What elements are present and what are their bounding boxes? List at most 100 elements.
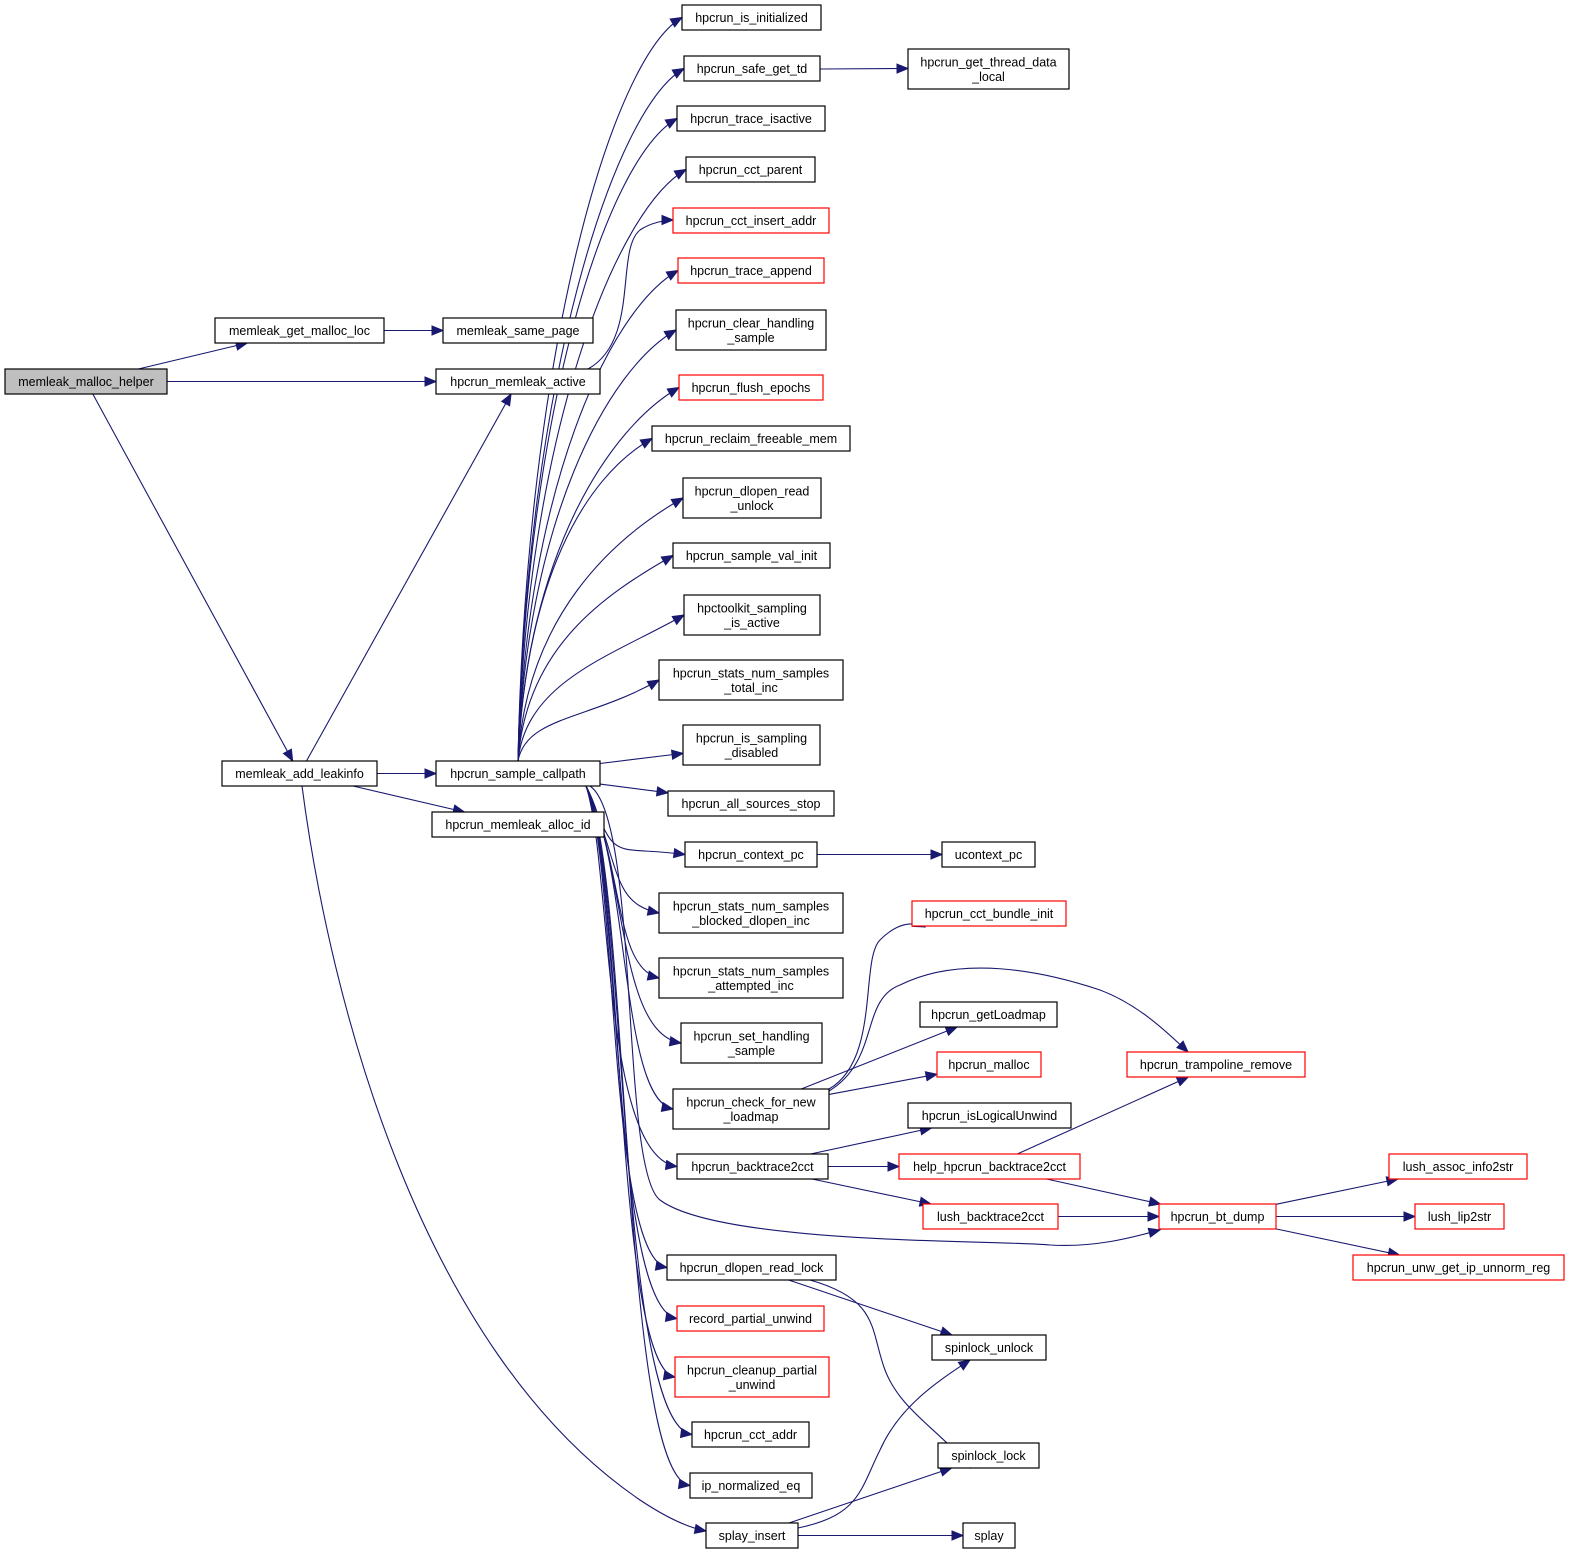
node-box[interactable]	[683, 594, 821, 636]
node-box[interactable]	[919, 1001, 1058, 1028]
node-box[interactable]	[658, 957, 844, 999]
node-box[interactable]	[442, 317, 594, 344]
node-splay[interactable]: splay	[962, 1522, 1016, 1549]
node-lush-assoc-info2str[interactable]: lush_assoc_info2str	[1388, 1153, 1528, 1180]
node-box[interactable]	[1158, 1203, 1277, 1230]
node-hpcrun-dlopen-read-unlock[interactable]: hpcrun_dlopen_read_unlock	[682, 477, 822, 519]
node-box[interactable]	[962, 1522, 1016, 1549]
node-hpcrun-set-handling-sample[interactable]: hpcrun_set_handling_sample	[680, 1022, 823, 1064]
node-box[interactable]	[676, 105, 826, 132]
node-box[interactable]	[685, 156, 816, 183]
node-box[interactable]	[922, 1203, 1059, 1230]
node-box[interactable]	[941, 841, 1036, 868]
node-hpcrun-unw-get-ip-unnorm-reg[interactable]: hpcrun_unw_get_ip_unnorm_reg	[1352, 1254, 1565, 1281]
node-hpcrun-cct-bundle-init[interactable]: hpcrun_cct_bundle_init	[911, 900, 1067, 927]
node-ip-normalized-eq[interactable]: ip_normalized_eq	[689, 1472, 813, 1499]
node-hpcrun-malloc[interactable]: hpcrun_malloc	[936, 1051, 1042, 1078]
node-box[interactable]	[658, 892, 844, 934]
node-box[interactable]	[221, 760, 378, 787]
node-hpcrun-sample-callpath[interactable]: hpcrun_sample_callpath	[435, 760, 601, 787]
node-box[interactable]	[911, 900, 1067, 927]
node-box[interactable]	[677, 257, 825, 284]
node-hpcrun-clear-handling-sample[interactable]: hpcrun_clear_handling_sample	[675, 309, 827, 351]
node-hpcrun-cleanup-partial-unwind[interactable]: hpcrun_cleanup_partial_unwind	[674, 1356, 830, 1398]
node-memleak-get-malloc-loc[interactable]: memleak_get_malloc_loc	[214, 317, 385, 344]
node-box[interactable]	[675, 309, 827, 351]
node-ucontext-pc[interactable]: ucontext_pc	[941, 841, 1036, 868]
node-hpcrun-context-pc[interactable]: hpcrun_context_pc	[684, 841, 818, 868]
node-hpcrun-memleak-active[interactable]: hpcrun_memleak_active	[435, 368, 601, 395]
node-help-hpcrun-backtrace2cct[interactable]: help_hpcrun_backtrace2cct	[898, 1153, 1081, 1180]
node-box[interactable]	[1388, 1153, 1528, 1180]
node-hpcrun-bt-dump[interactable]: hpcrun_bt_dump	[1158, 1203, 1277, 1230]
node-box[interactable]	[4, 368, 168, 395]
node-hpcrun-trace-append[interactable]: hpcrun_trace_append	[677, 257, 825, 284]
node-box[interactable]	[651, 425, 851, 452]
node-hpcrun-is-sampling-disabled[interactable]: hpcrun_is_sampling_disabled	[682, 724, 821, 766]
node-box[interactable]	[683, 55, 821, 82]
node-hpctoolkit-sampling-is-active[interactable]: hpctoolkit_sampling_is_active	[683, 594, 821, 636]
node-box[interactable]	[680, 1022, 823, 1064]
node-box[interactable]	[674, 1356, 830, 1398]
node-box[interactable]	[931, 1334, 1047, 1361]
node-box[interactable]	[937, 1442, 1040, 1469]
node-box[interactable]	[907, 48, 1070, 90]
node-hpcrun-backtrace2cct[interactable]: hpcrun_backtrace2cct	[676, 1153, 829, 1180]
node-box[interactable]	[666, 1254, 837, 1281]
node-hpcrun-stats-num-samples-total-inc[interactable]: hpcrun_stats_num_samples_total_inc	[658, 659, 844, 701]
node-spinlock-lock[interactable]: spinlock_lock	[937, 1442, 1040, 1469]
node-hpcrun-reclaim-freeable-mem[interactable]: hpcrun_reclaim_freeable_mem	[651, 425, 851, 452]
node-box[interactable]	[1126, 1051, 1306, 1078]
node-box[interactable]	[936, 1051, 1042, 1078]
node-box[interactable]	[1352, 1254, 1565, 1281]
node-box[interactable]	[691, 1421, 810, 1448]
node-box[interactable]	[907, 1102, 1072, 1129]
node-box[interactable]	[672, 207, 830, 234]
node-box[interactable]	[214, 317, 385, 344]
node-record-partial-unwind[interactable]: record_partial_unwind	[676, 1305, 825, 1332]
node-hpcrun-sample-val-init[interactable]: hpcrun_sample_val_init	[672, 542, 831, 569]
node-box[interactable]	[682, 477, 822, 519]
node-box[interactable]	[676, 1153, 829, 1180]
node-box[interactable]	[1414, 1203, 1505, 1230]
node-hpcrun-trampoline-remove[interactable]: hpcrun_trampoline_remove	[1126, 1051, 1306, 1078]
node-hpcrun-stats-num-samples-blocked-dlopen-inc[interactable]: hpcrun_stats_num_samples_blocked_dlopen_…	[658, 892, 844, 934]
node-box[interactable]	[672, 1088, 830, 1130]
node-hpcrun-is-initialized[interactable]: hpcrun_is_initialized	[681, 4, 822, 31]
node-memleak-same-page[interactable]: memleak_same_page	[442, 317, 594, 344]
node-box[interactable]	[658, 659, 844, 701]
node-hpcrun-get-thread-data-local[interactable]: hpcrun_get_thread_data_local	[907, 48, 1070, 90]
node-hpcrun-all-sources-stop[interactable]: hpcrun_all_sources_stop	[667, 790, 835, 817]
node-box[interactable]	[672, 542, 831, 569]
node-box[interactable]	[667, 790, 835, 817]
node-hpcrun-cct-insert-addr[interactable]: hpcrun_cct_insert_addr	[672, 207, 830, 234]
node-hpcrun-flush-epochs[interactable]: hpcrun_flush_epochs	[678, 374, 824, 401]
node-box[interactable]	[684, 841, 818, 868]
node-spinlock-unlock[interactable]: spinlock_unlock	[931, 1334, 1047, 1361]
node-box[interactable]	[435, 760, 601, 787]
node-hpcrun-cct-addr[interactable]: hpcrun_cct_addr	[691, 1421, 810, 1448]
node-box[interactable]	[705, 1522, 799, 1549]
node-box[interactable]	[681, 4, 822, 31]
node-hpcrun-safe-get-td[interactable]: hpcrun_safe_get_td	[683, 55, 821, 82]
node-box[interactable]	[689, 1472, 813, 1499]
node-hpcrun-trace-isactive[interactable]: hpcrun_trace_isactive	[676, 105, 826, 132]
node-box[interactable]	[898, 1153, 1081, 1180]
node-box[interactable]	[682, 724, 821, 766]
node-box[interactable]	[676, 1305, 825, 1332]
node-lush-backtrace2cct[interactable]: lush_backtrace2cct	[922, 1203, 1059, 1230]
node-hpcrun-stats-num-samples-attempted-inc[interactable]: hpcrun_stats_num_samples_attempted_inc	[658, 957, 844, 999]
node-hpcrun-isLogicalUnwind[interactable]: hpcrun_isLogicalUnwind	[907, 1102, 1072, 1129]
node-box[interactable]	[678, 374, 824, 401]
node-hpcrun-cct-parent[interactable]: hpcrun_cct_parent	[685, 156, 816, 183]
node-hpcrun-check-for-new-loadmap[interactable]: hpcrun_check_for_new_loadmap	[672, 1088, 830, 1130]
node-lush-lip2str[interactable]: lush_lip2str	[1414, 1203, 1505, 1230]
node-hpcrun-getLoadmap[interactable]: hpcrun_getLoadmap	[919, 1001, 1058, 1028]
node-box[interactable]	[435, 368, 601, 395]
node-hpcrun-memleak-alloc-id[interactable]: hpcrun_memleak_alloc_id	[431, 811, 605, 838]
node-hpcrun-dlopen-read-lock[interactable]: hpcrun_dlopen_read_lock	[666, 1254, 837, 1281]
node-splay-insert[interactable]: splay_insert	[705, 1522, 799, 1549]
node-memleak-malloc-helper[interactable]: memleak_malloc_helper	[4, 368, 168, 395]
node-memleak-add-leakinfo[interactable]: memleak_add_leakinfo	[221, 760, 378, 787]
node-box[interactable]	[431, 811, 605, 838]
